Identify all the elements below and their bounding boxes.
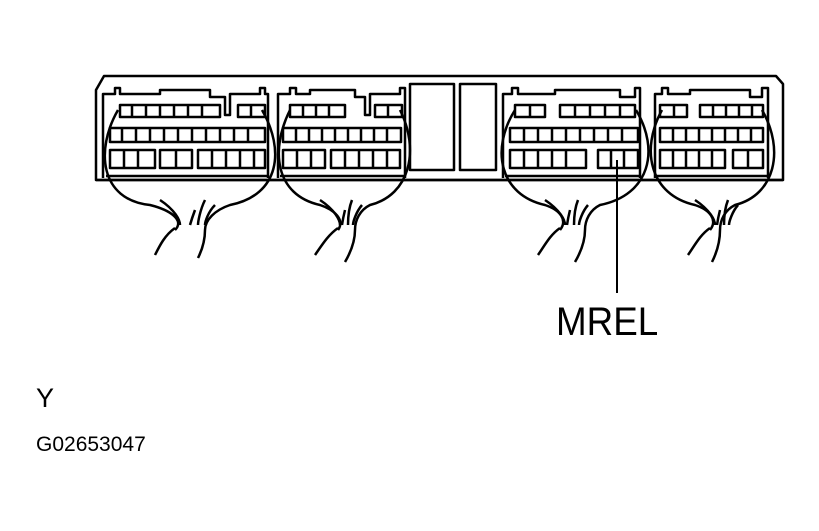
connector-3 bbox=[500, 86, 650, 293]
view-letter-label: Y bbox=[36, 383, 55, 413]
connector-4 bbox=[649, 86, 776, 263]
terminal-label-mrel: MREL bbox=[556, 300, 659, 344]
figure-id-label: G02653047 bbox=[36, 433, 146, 456]
connector-1 bbox=[101, 86, 277, 259]
center-block-right bbox=[458, 82, 498, 172]
connector-2 bbox=[276, 86, 412, 263]
center-block-left bbox=[408, 82, 456, 172]
